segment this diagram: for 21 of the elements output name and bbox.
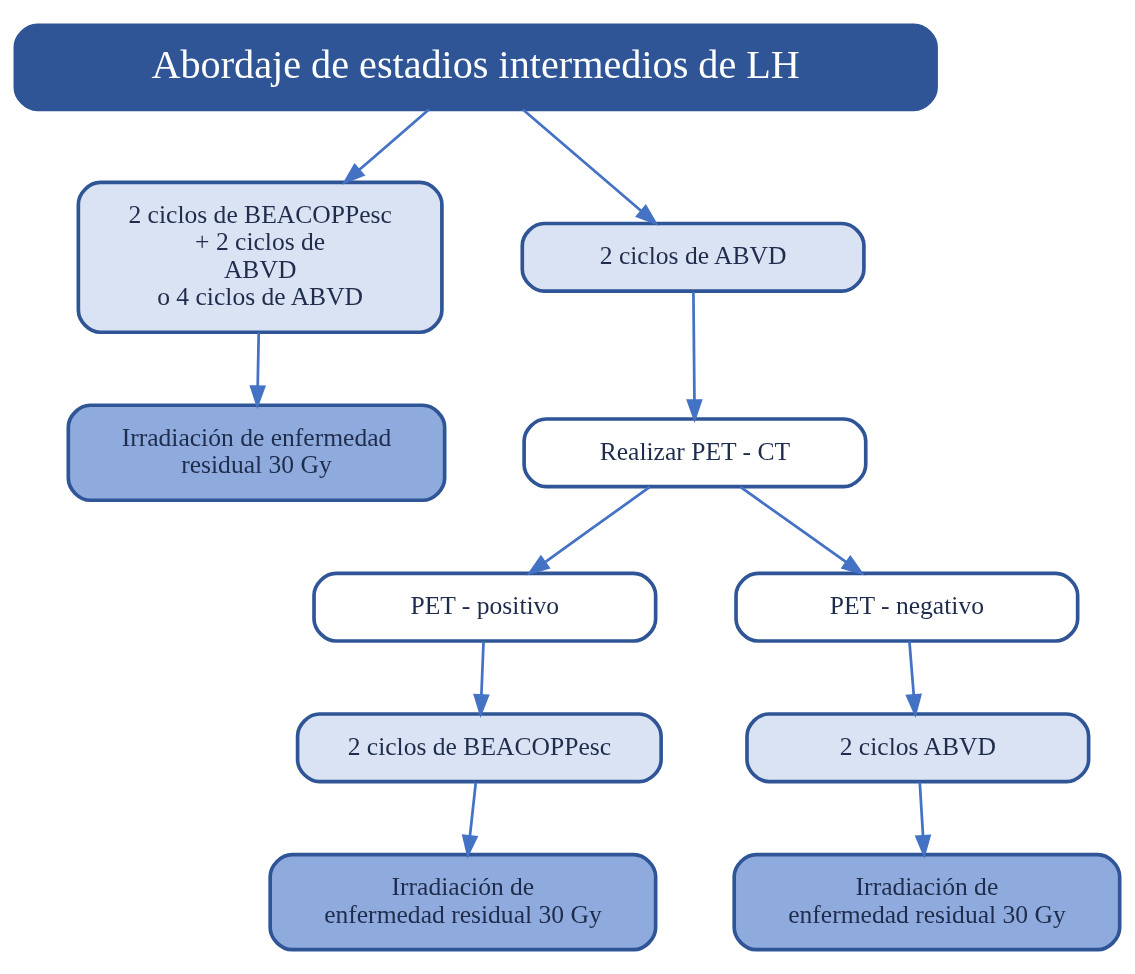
arrow xyxy=(905,640,922,718)
node-box: 2 ciclos de BEACOPPesc xyxy=(295,711,663,783)
arrow xyxy=(739,485,865,575)
node-box: 2 ciclos de ABVD xyxy=(520,221,866,293)
arrow xyxy=(521,108,659,226)
arrow xyxy=(341,108,430,185)
arrow xyxy=(686,291,703,423)
node-box: Irradiación de enfermedad residual 30 Gy xyxy=(268,852,658,951)
arrow xyxy=(461,781,479,859)
arrow xyxy=(249,332,267,409)
node-box: 2 ciclos ABVD xyxy=(745,711,1091,783)
node-box: Realizar PET - CT xyxy=(522,416,868,488)
arrow xyxy=(526,485,651,575)
node-box: 2 ciclos de BEACOPPesc + 2 ciclos de ABVD o 4 ciclos de ABVD xyxy=(76,180,444,334)
node-box: Abordaje de estadios intermedios de LH xyxy=(13,23,938,111)
node-box: PET - positivo xyxy=(312,571,658,643)
node-box: Irradiación de enfermedad residual 30 Gy xyxy=(732,852,1122,951)
arrow xyxy=(914,781,932,859)
node-box: Irradiación de enfermedad residual 30 Gy xyxy=(66,402,447,502)
node-box: PET - negativo xyxy=(734,571,1080,643)
arrow xyxy=(473,640,490,718)
